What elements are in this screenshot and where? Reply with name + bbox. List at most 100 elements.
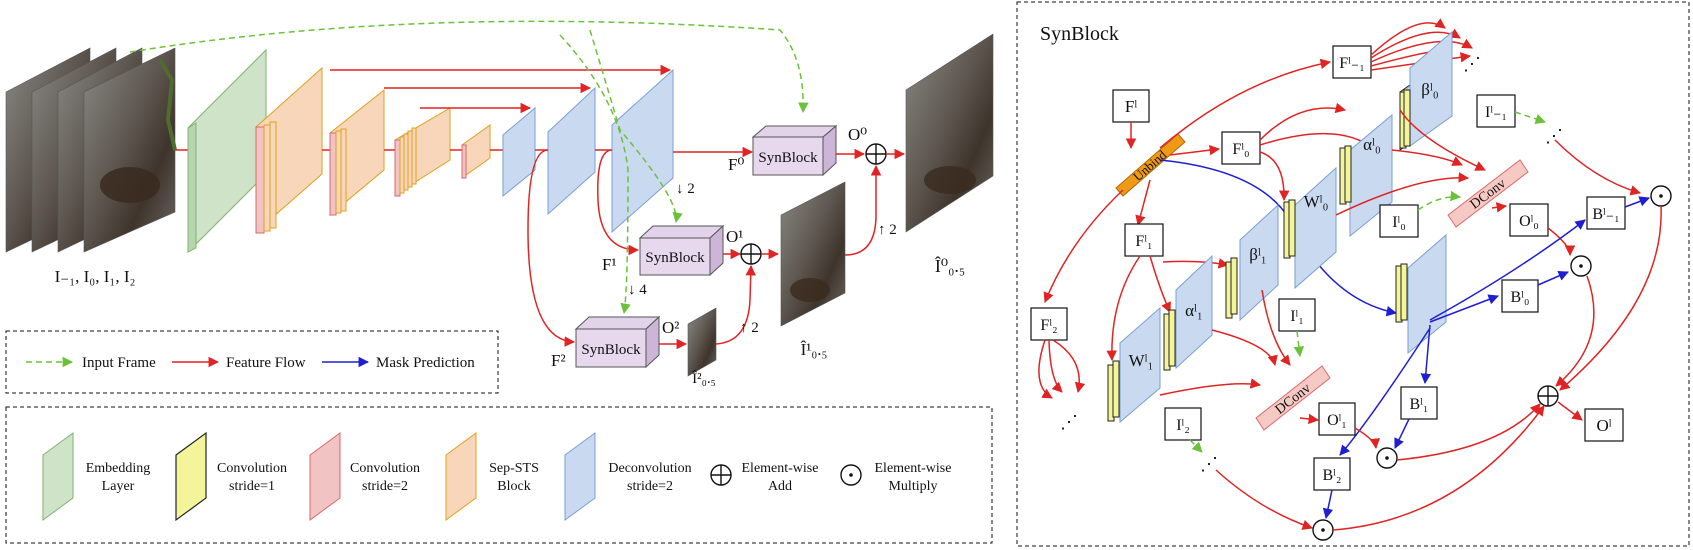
F0-label: Fˡ₀	[1232, 141, 1249, 158]
output-frame-1	[780, 181, 846, 327]
beta0-block: βˡ₀	[1399, 30, 1453, 151]
Im1-box	[1476, 94, 1516, 128]
legend-conv1-l2: stride=1	[229, 479, 275, 494]
legend-mul-l1: Element-wise	[875, 461, 952, 476]
legend-add-symbol	[710, 464, 732, 486]
unbind-label: Unbind	[1130, 147, 1170, 184]
O0-label: Oˡ₀	[1519, 213, 1539, 230]
O0-box	[1509, 203, 1549, 237]
alpha1-block: αˡ₁	[1163, 254, 1213, 371]
output-2-label: Î²₀.₅	[692, 370, 716, 387]
synblock-2: SynBlock	[574, 315, 661, 369]
legend-conv2-l1: Convolution	[350, 461, 420, 476]
F0-box	[1221, 131, 1261, 165]
upsample-2a-label: ↑ 2	[878, 222, 897, 238]
embedding-layer	[187, 48, 267, 254]
legend-conv1-l1: Convolution	[217, 461, 287, 476]
F1-box	[1124, 223, 1164, 257]
Ol-box	[1584, 408, 1624, 442]
flow-legend: Input Frame Feature Flow Mask Prediction	[5, 330, 499, 394]
legend-multiply-symbol	[840, 464, 862, 486]
B1-label: Bˡ₁	[1410, 396, 1429, 413]
I1-label: Iˡ₁	[1290, 308, 1304, 325]
I2-label: Iˡ₂	[1176, 417, 1190, 434]
synblock-1: SynBlock	[638, 224, 725, 277]
legend-conv2-l2: stride=2	[362, 479, 408, 494]
legend-conv2-shape	[309, 432, 341, 521]
Fm1-label: Fˡ₋₁	[1339, 55, 1365, 72]
legend-add-l2: Add	[768, 479, 792, 494]
legend-embedding-shape	[42, 432, 74, 521]
deconv-2	[547, 86, 596, 216]
F2-label: F²	[551, 351, 566, 370]
I0-box	[1379, 204, 1419, 238]
F1-label: Fˡ₁	[1135, 233, 1152, 250]
dots-f2: ⋰	[1060, 412, 1078, 432]
deconv-1	[502, 106, 536, 198]
alpha1-label: αˡ₁	[1185, 301, 1203, 320]
output-0-label: Î⁰₀.₅	[935, 255, 965, 276]
legend-mask-prediction: Mask Prediction	[376, 355, 475, 371]
upsample-2b-label: ↑ 2	[740, 320, 759, 336]
I1-box	[1278, 298, 1316, 332]
left-panel: I₋₁, I₀, I₁, I₂	[5, 20, 994, 544]
F2-label: Fˡ₂	[1040, 317, 1057, 334]
add-op-0	[865, 143, 887, 165]
unbind-block: Unbind	[1115, 133, 1186, 197]
B0-label: Bˡ₀	[1511, 289, 1530, 306]
legend-add-l1: Element-wise	[742, 461, 819, 476]
legend-sepsts-shape	[445, 432, 477, 521]
add-op-1	[740, 243, 762, 265]
Bm1-label: Bˡ₋₁	[1592, 206, 1619, 223]
mask-block	[1395, 233, 1447, 355]
F1-label: F¹	[602, 255, 617, 274]
legend-deconv-shape	[564, 432, 596, 521]
mul-op-1	[1376, 447, 1398, 469]
synblock-0: SynBlock	[751, 124, 838, 177]
legend-mul-l2: Multiply	[888, 479, 937, 494]
Fm1-box	[1332, 45, 1372, 79]
legend-embedding-l2: Layer	[102, 479, 135, 494]
output-1-label: Î¹₀.₅	[801, 340, 828, 359]
beta1-label: βˡ₁	[1249, 245, 1266, 264]
F0-label: F⁰	[728, 155, 744, 174]
add-op-final	[1537, 385, 1559, 407]
output-frame-0	[905, 33, 994, 233]
B2-label: Bˡ₂	[1323, 467, 1342, 484]
input-frames-label: I₋₁, I₀, I₁, I₂	[55, 267, 136, 286]
O1-label: O¹	[726, 227, 743, 246]
sep-sts-block-1	[255, 66, 323, 234]
block-legend: Embedding Layer Convolution stride=1 Con…	[5, 406, 993, 544]
O0-label: O⁰	[848, 125, 867, 144]
I2-box	[1164, 407, 1202, 441]
I0-label: Iˡ₀	[1392, 214, 1406, 231]
legend-embedding-l1: Embedding	[86, 461, 151, 476]
dots-top: ⋰	[1463, 54, 1481, 74]
legend-sepsts-l1: Sep-STS	[489, 461, 539, 476]
B1-box	[1400, 386, 1438, 420]
legend-deconv-l2: stride=2	[627, 479, 673, 494]
downsample-4-label: ↓ 4	[628, 282, 647, 298]
synblock-panel: SynBlock Fˡ Unbind Fˡ₋₁ ⋰ Fˡ₀	[1016, 1, 1690, 547]
Im1-label: Iˡ₋₁	[1485, 104, 1507, 121]
synblock-panel-title: SynBlock	[1040, 23, 1119, 45]
input-frames	[5, 47, 177, 253]
legend-sepsts-l2: Block	[497, 479, 530, 494]
W1-block: Wˡ₁	[1107, 306, 1161, 424]
mul-op-2	[1312, 519, 1334, 541]
O2-label: O²	[662, 318, 679, 337]
W0-label: Wˡ₀	[1304, 192, 1329, 211]
beta0-label: βˡ₀	[1421, 80, 1438, 99]
dots-im1: ⋰	[1545, 126, 1563, 146]
downsample-2-label: ↓ 2	[676, 181, 695, 197]
W0-block: Wˡ₀	[1283, 166, 1337, 290]
Ol-label: Oˡ	[1596, 416, 1611, 435]
synblock-0-label: SynBlock	[758, 150, 818, 166]
Fl-label: Fˡ	[1125, 97, 1137, 116]
O1-box	[1318, 402, 1356, 436]
alpha0-label: αˡ₀	[1363, 135, 1381, 154]
output-frame-2	[687, 307, 717, 377]
W1-label: Wˡ₁	[1129, 351, 1154, 370]
legend-conv1-shape	[175, 431, 207, 522]
